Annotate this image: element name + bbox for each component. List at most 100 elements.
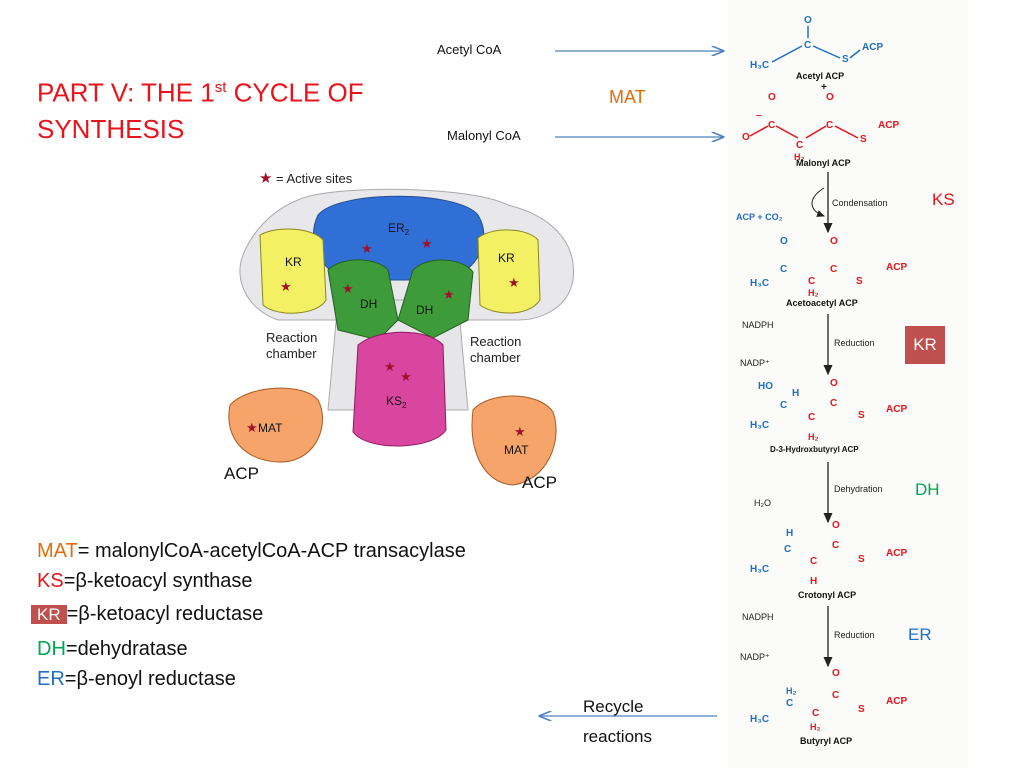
- side-label-dh: DH: [915, 480, 940, 499]
- svg-text:H₂: H₂: [786, 686, 797, 696]
- svg-text:H₂: H₂: [794, 152, 805, 162]
- compound-malonyl-acp: Malonyl ACP: [796, 158, 851, 168]
- svg-text:ACP: ACP: [886, 548, 907, 559]
- svg-text:★: ★: [280, 279, 292, 294]
- step-dehydration: Dehydration: [834, 484, 883, 494]
- malonyl-coa-label: Malonyl CoA: [447, 128, 521, 143]
- def-abbr-dh: DH: [37, 638, 66, 660]
- svg-text:C: C: [812, 708, 819, 719]
- acp-left-label: ACP: [224, 464, 259, 483]
- svg-text:O: O: [832, 668, 840, 679]
- butyryl-acp-structure: H₂ O C H₃C C H₂ C S ACP Butyryl ACP: [750, 668, 907, 746]
- svg-text:★: ★: [400, 369, 412, 384]
- compound-butyryl-acp: Butyryl ACP: [800, 736, 852, 746]
- chamber-left-1: Reaction: [266, 330, 317, 345]
- svg-text:★: ★: [361, 241, 373, 256]
- definition-er: ER=β-enoyl reductase: [37, 668, 236, 691]
- def-abbr-ks: KS: [37, 570, 64, 592]
- input-arrows: [555, 40, 740, 150]
- svg-text:+: +: [821, 82, 827, 93]
- svg-text:H₃C: H₃C: [750, 564, 769, 575]
- recycle-label: Recycle reactions: [583, 692, 652, 752]
- svg-text:S: S: [856, 276, 863, 287]
- ks-label: KS2: [386, 394, 407, 410]
- definition-dh: DH=dehydratase: [37, 638, 188, 661]
- svg-text:C: C: [780, 400, 787, 411]
- svg-text:ACP: ACP: [878, 120, 899, 131]
- svg-text:ACP: ACP: [886, 404, 907, 415]
- side-acp-co2: ACP + CO₂: [736, 212, 783, 222]
- kr-right-label: KR: [498, 251, 515, 265]
- svg-text:★: ★: [259, 170, 272, 187]
- svg-text:O: O: [830, 378, 838, 389]
- svg-text:H: H: [786, 528, 793, 539]
- acetyl-coa-label: Acetyl CoA: [437, 42, 502, 57]
- svg-text:C: C: [784, 544, 791, 555]
- def-text-kr: =β-ketoacyl reductase: [66, 603, 264, 625]
- page-title: PART V: THE 1st CYCLE OF SYNTHESIS: [37, 70, 364, 147]
- legend-text: = Active sites: [276, 171, 353, 186]
- def-text-ks: =β-ketoacyl synthase: [63, 570, 253, 592]
- svg-text:C: C: [830, 264, 837, 275]
- dh-left-label: DH: [360, 297, 377, 311]
- crotonyl-acp-structure: H O C H₃C C H C S ACP Crotonyl ACP: [750, 520, 907, 600]
- svg-text:H₂: H₂: [808, 288, 819, 298]
- definition-ks: KS=β-ketoacyl synthase: [37, 570, 253, 593]
- svg-text:ACP: ACP: [862, 42, 883, 53]
- svg-text:C: C: [808, 276, 815, 287]
- def-text-mat: = malonylCoA-acetylCoA-ACP transacylase: [77, 540, 466, 562]
- recycle-line1: Recycle: [583, 697, 644, 716]
- def-abbr-mat: MAT: [37, 540, 78, 562]
- svg-text:C: C: [768, 120, 775, 131]
- chamber-right-1: Reaction: [470, 334, 521, 349]
- svg-text:H₃C: H₃C: [750, 714, 769, 725]
- kr-left-label: KR: [285, 255, 302, 269]
- svg-text:H₃C: H₃C: [750, 278, 769, 289]
- svg-text:H: H: [810, 576, 817, 587]
- compound-hydroxybutyryl-acp: D-3-Hydroxbutyryl ACP: [770, 445, 859, 454]
- step-condensation: Condensation: [832, 198, 888, 208]
- svg-text:C: C: [830, 398, 837, 409]
- svg-text:C: C: [780, 264, 787, 275]
- mat-arrow-label: MAT: [609, 87, 646, 107]
- definition-mat: MAT= malonylCoA-acetylCoA-ACP transacyla…: [37, 540, 466, 563]
- svg-text:S: S: [858, 704, 865, 715]
- svg-text:O: O: [780, 236, 788, 247]
- acetyl-acp-structure: O H₃C C S ACP Acetyl ACP +: [750, 15, 883, 93]
- svg-text:O: O: [830, 236, 838, 247]
- svg-text:O: O: [804, 15, 812, 26]
- svg-text:–: –: [756, 110, 762, 121]
- svg-text:O: O: [832, 520, 840, 531]
- svg-text:ACP: ACP: [886, 262, 907, 273]
- svg-text:S: S: [860, 134, 867, 145]
- svg-text:C: C: [796, 140, 803, 151]
- def-text-dh: =dehydratase: [65, 638, 188, 660]
- chamber-left-2: chamber: [266, 346, 317, 361]
- title-text: PART V: THE 1: [37, 77, 215, 108]
- svg-text:C: C: [832, 540, 839, 551]
- svg-text:H: H: [792, 388, 799, 399]
- svg-text:C: C: [786, 698, 793, 709]
- svg-text:★: ★: [421, 236, 433, 251]
- svg-text:HO: HO: [758, 381, 773, 392]
- side-label-kr: KR: [905, 326, 945, 364]
- acp-right-label: ACP: [522, 473, 557, 492]
- svg-text:★: ★: [384, 359, 396, 374]
- step-reduction-1: Reduction: [834, 338, 875, 348]
- er-label: ER2: [388, 221, 410, 237]
- hydroxybutyryl-acp-structure: HOH O C H₃C C H₂ C S ACP D-3-Hydroxbutyr…: [750, 378, 907, 454]
- svg-text:C: C: [808, 412, 815, 423]
- active-site-stars: ★★ ★★ ★★ ★★ ★★: [246, 236, 526, 439]
- mat-right-label: MAT: [504, 443, 529, 457]
- recycle-line2: reactions: [583, 727, 652, 746]
- svg-text:H₂O: H₂O: [754, 498, 771, 508]
- svg-text:ACP: ACP: [886, 696, 907, 707]
- def-text-er: =β-enoyl reductase: [64, 668, 236, 690]
- svg-text:C: C: [804, 40, 811, 51]
- recycle-arrow: [530, 705, 717, 727]
- title-text-cont: CYCLE OF: [226, 77, 364, 108]
- step-reduction-2: Reduction: [834, 630, 875, 640]
- svg-text:★: ★: [342, 281, 354, 296]
